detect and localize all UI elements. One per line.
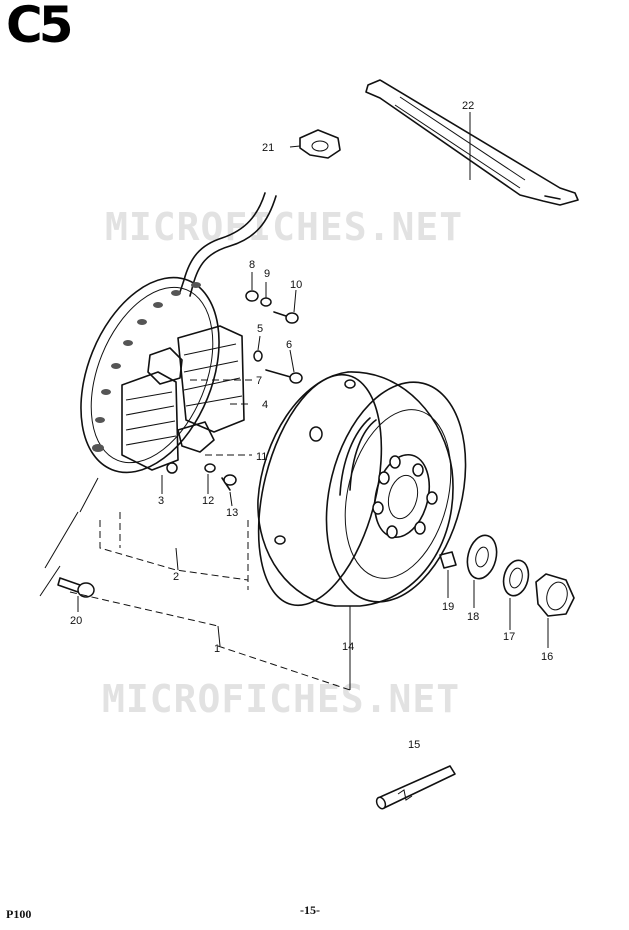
nut-part-16 — [535, 573, 575, 617]
screws-and-washers — [204, 290, 303, 491]
label-7: 7 — [256, 375, 262, 387]
label-16: 16 — [541, 651, 553, 663]
label-11: 11 — [256, 451, 267, 463]
stator-coils — [121, 325, 245, 474]
label-22: 22 — [462, 100, 474, 112]
label-10: 10 — [290, 279, 302, 291]
washer-part-18 — [466, 534, 498, 580]
label-20: 20 — [70, 615, 82, 627]
label-13: 13 — [226, 507, 238, 519]
label-15: 15 — [408, 739, 420, 751]
label-17: 17 — [503, 631, 515, 643]
lockwasher-part-17 — [502, 559, 530, 597]
label-9: 9 — [264, 268, 270, 280]
flywheel-rotor — [257, 371, 467, 607]
wire-harness — [179, 192, 277, 297]
page-code: C5 — [6, 0, 74, 54]
label-18: 18 — [467, 611, 479, 623]
label-14: 14 — [342, 641, 354, 653]
watermark-top: MICROFICHES.NET — [105, 205, 464, 249]
label-2: 2 — [173, 571, 179, 583]
label-21: 21 — [262, 142, 274, 154]
stator-base-plate — [80, 276, 220, 474]
model-code: P100 — [6, 907, 32, 921]
label-12: 12 — [202, 495, 214, 507]
label-5: 5 — [257, 323, 263, 335]
label-6: 6 — [286, 339, 292, 351]
shaft-part-15 — [375, 765, 456, 810]
woodruff-key — [439, 551, 457, 569]
label-4: 4 — [262, 399, 268, 411]
cap-part — [299, 129, 341, 159]
label-8: 8 — [249, 259, 255, 271]
leader-lines — [39, 112, 549, 691]
label-3: 3 — [158, 495, 164, 507]
part-number-labels: 22 21 8 9 10 5 6 7 4 11 3 12 13 2 20 1 1… — [70, 100, 553, 751]
label-19: 19 — [442, 601, 454, 613]
strap-part — [365, 79, 579, 206]
watermark-bottom: MICROFICHES.NET — [102, 677, 461, 721]
label-1: 1 — [214, 643, 220, 655]
screw-part-20 — [57, 577, 95, 598]
page-number: -15- — [300, 903, 320, 917]
